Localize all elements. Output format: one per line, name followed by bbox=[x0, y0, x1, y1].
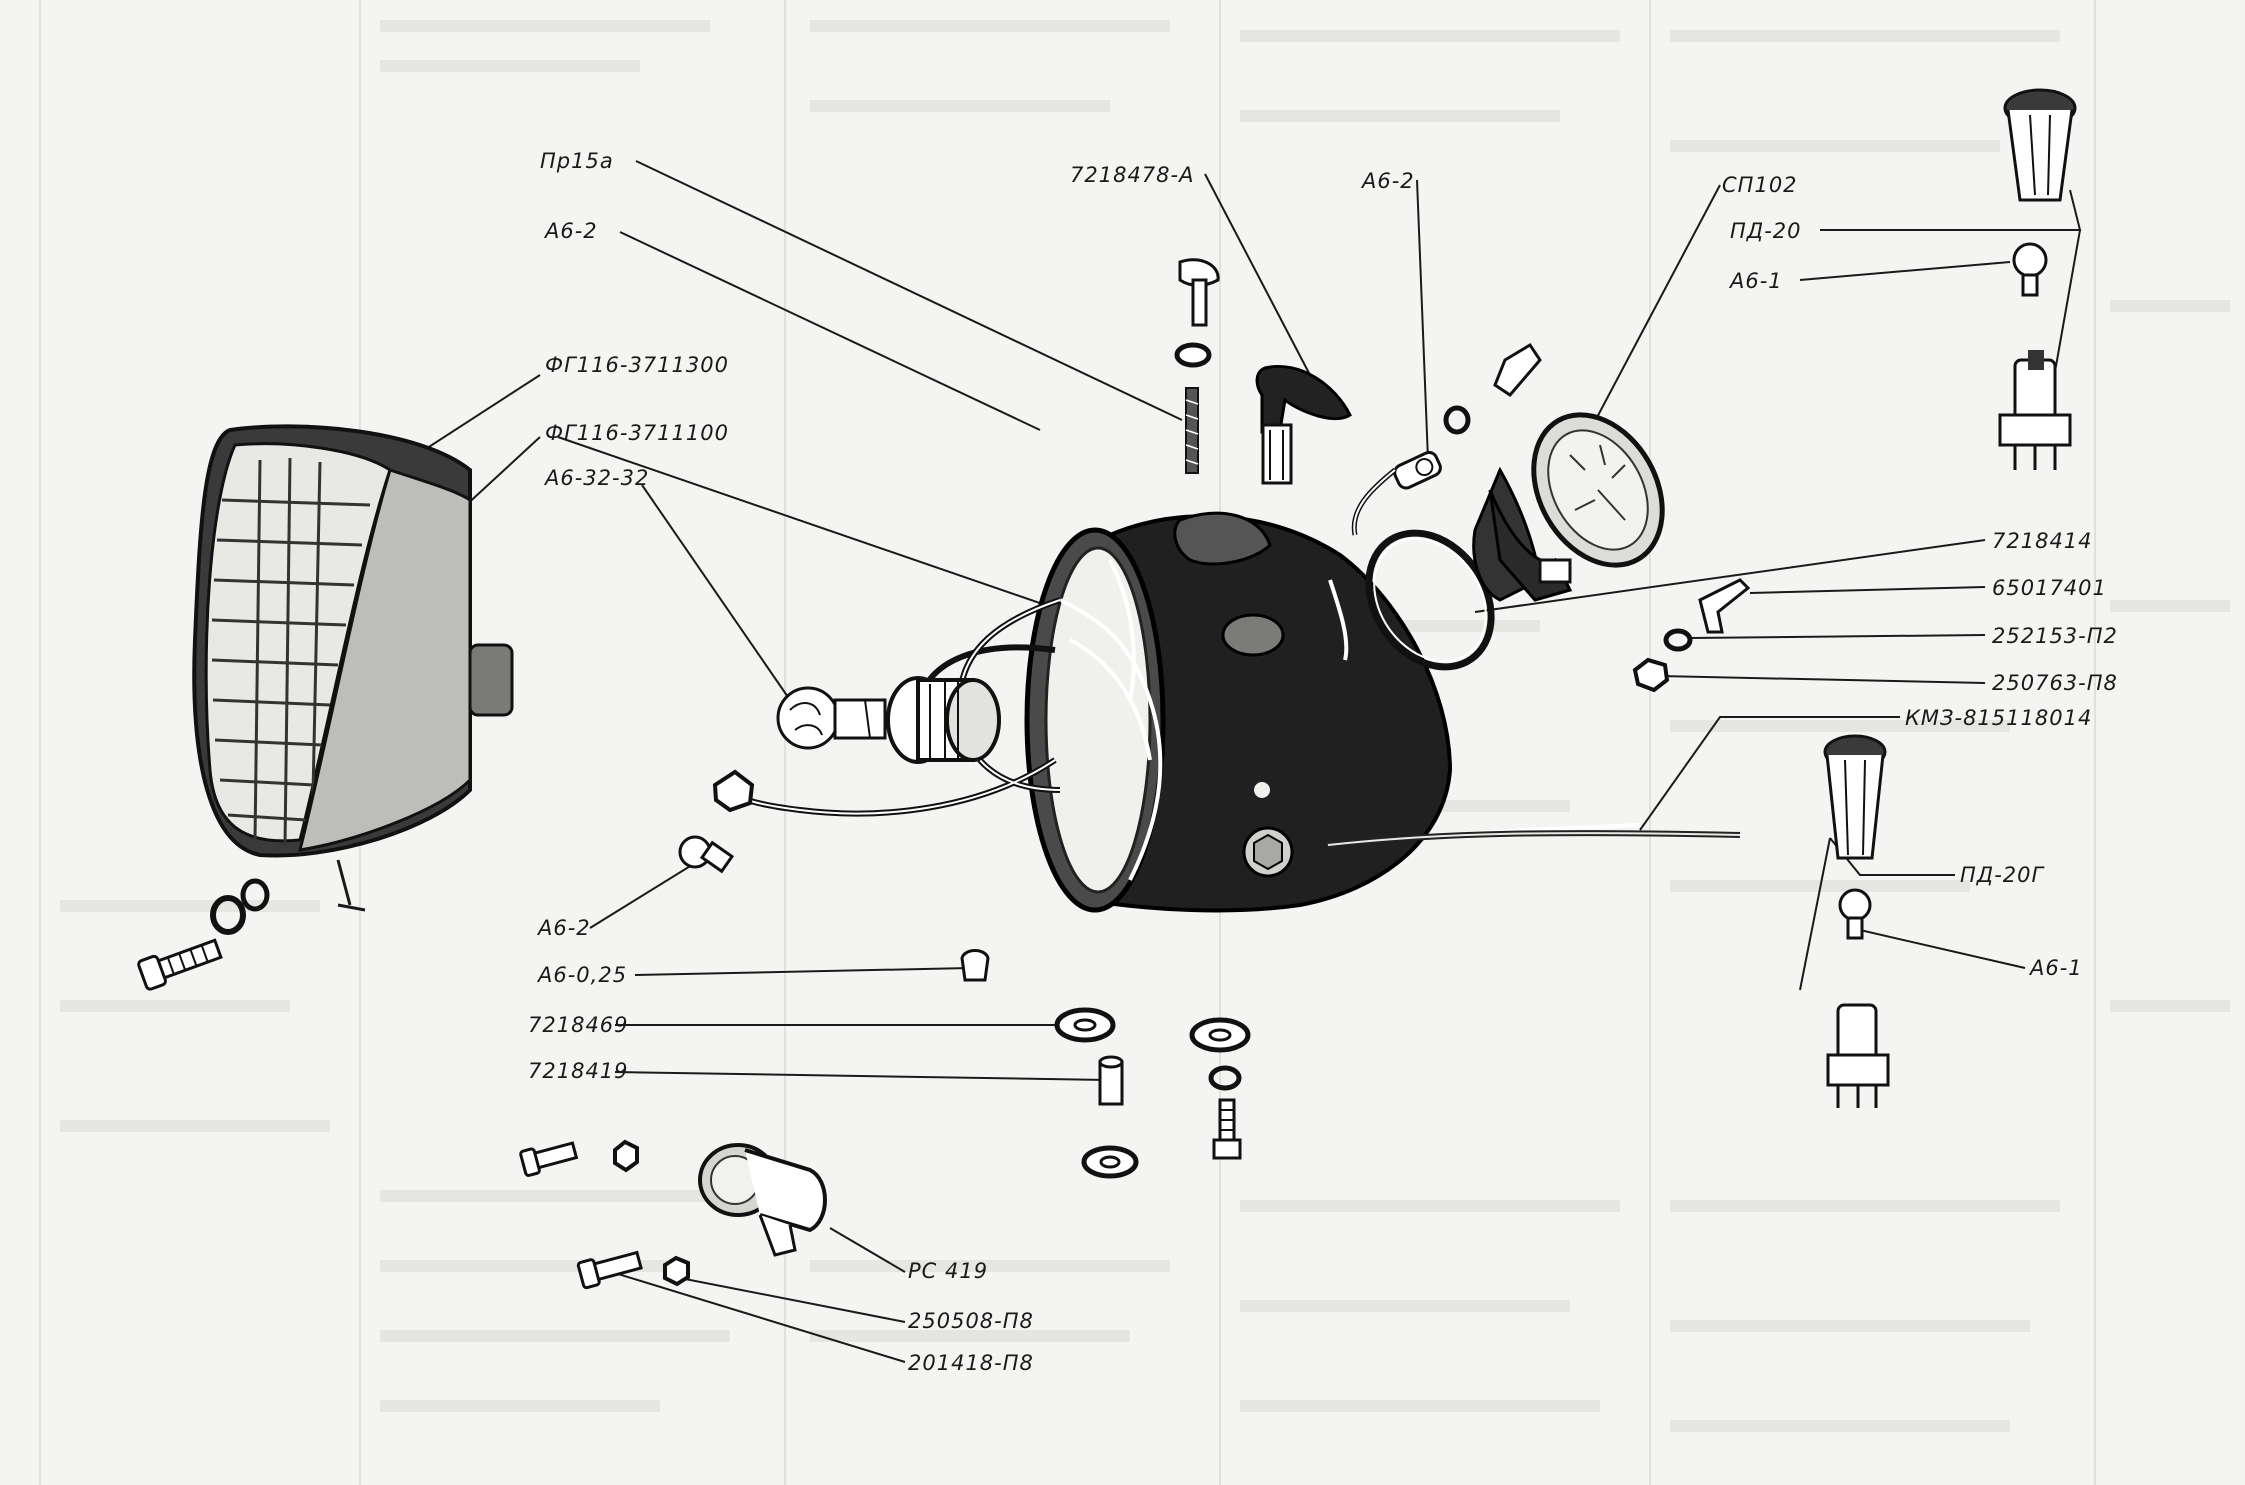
top-right-lamp bbox=[1998, 88, 2077, 470]
leader-a6-025 bbox=[634, 967, 971, 976]
label-7218414: 7218414 bbox=[1992, 529, 2093, 553]
label-a6-32-32: А6-32-32 bbox=[543, 466, 649, 490]
headlight-body bbox=[727, 511, 1741, 913]
headlamp-bulb bbox=[776, 686, 887, 750]
speedometer bbox=[1365, 412, 1665, 671]
label-250763-p8: 250763-П8 bbox=[1992, 671, 2118, 695]
leader-7218414 bbox=[1474, 539, 1986, 613]
headlight-rim bbox=[192, 424, 514, 912]
leader-7218478-a bbox=[1204, 173, 1311, 376]
leader-a6-1-bottom bbox=[1859, 929, 2026, 969]
leader-65017401 bbox=[1749, 586, 1986, 594]
callout-labels: Пр15а А6-2 ФГ116-3711300 ФГ116-3711100 А… bbox=[528, 149, 2118, 1375]
leader-250763 bbox=[1659, 675, 1986, 684]
center-right-parts bbox=[1351, 342, 1542, 536]
label-a6-2-left: А6-2 bbox=[536, 916, 591, 940]
label-fg116-3711300: ФГ116-3711300 bbox=[545, 353, 729, 377]
label-a6-2-top: А6-2 bbox=[543, 219, 598, 243]
label-rs419: РС 419 bbox=[908, 1259, 988, 1283]
label-65017401: 65017401 bbox=[1992, 576, 2107, 600]
label-pr15a: Пр15а bbox=[540, 149, 614, 173]
leader-250508 bbox=[679, 1277, 906, 1323]
center-top-parts bbox=[1174, 258, 1352, 485]
bulb-socket bbox=[886, 676, 1001, 764]
parking-bulb bbox=[678, 835, 735, 874]
leader-sp102 bbox=[1584, 184, 1721, 441]
label-a6-025: А6-0,25 bbox=[536, 963, 627, 987]
right-lower-lamp bbox=[1823, 734, 1890, 1108]
label-250508-p8: 250508-П8 bbox=[908, 1309, 1034, 1333]
relay-assembly bbox=[519, 1139, 827, 1290]
label-7218478-a: 7218478-А bbox=[1070, 163, 1194, 187]
right-fasteners bbox=[1632, 578, 1751, 693]
label-7218469: 7218469 bbox=[528, 1013, 629, 1037]
label-7218419: 7218419 bbox=[528, 1059, 629, 1083]
leader-pd-20gb bbox=[1799, 837, 1831, 991]
label-pd-20: ПД-20 bbox=[1730, 219, 1802, 243]
label-sp102: СП102 bbox=[1722, 173, 1798, 197]
leader-252153 bbox=[1689, 634, 1986, 639]
leader-kmz bbox=[1639, 716, 1900, 831]
leader-a6-2-top bbox=[619, 231, 1041, 431]
label-a6-1-top: А6-1 bbox=[1728, 269, 1783, 293]
label-201418-p8: 201418-П8 bbox=[908, 1351, 1034, 1375]
side-nut bbox=[1242, 826, 1294, 878]
leader-201418 bbox=[604, 1269, 906, 1363]
leader-a6-1-top bbox=[1799, 261, 2011, 281]
leader-rs419 bbox=[829, 1227, 906, 1273]
leader-7218419 bbox=[614, 1071, 1109, 1081]
label-kmz-815118014: КМЗ-815118014 bbox=[1905, 706, 2092, 730]
leader-a6-32-32 bbox=[641, 484, 791, 701]
leader-fg116-3711100 bbox=[557, 436, 1061, 611]
label-a6-1-bottom: А6-1 bbox=[2028, 956, 2083, 980]
leader-a6-2-left bbox=[589, 859, 701, 929]
rim-screw-set bbox=[137, 878, 270, 991]
leader-pr15a bbox=[635, 160, 1183, 421]
wire-connector bbox=[712, 769, 755, 813]
leader-a6-2-mid bbox=[1416, 179, 1429, 461]
label-a6-2-mid: А6-2 bbox=[1360, 169, 1415, 193]
label-pd-20g: ПД-20Г bbox=[1960, 863, 2045, 887]
label-252153-p2: 252153-П2 bbox=[1992, 624, 2118, 648]
leader-lines bbox=[369, 160, 2082, 1363]
bottom-center-parts bbox=[960, 949, 1251, 1179]
label-fg116-3711100: ФГ116-3711100 bbox=[545, 421, 729, 445]
